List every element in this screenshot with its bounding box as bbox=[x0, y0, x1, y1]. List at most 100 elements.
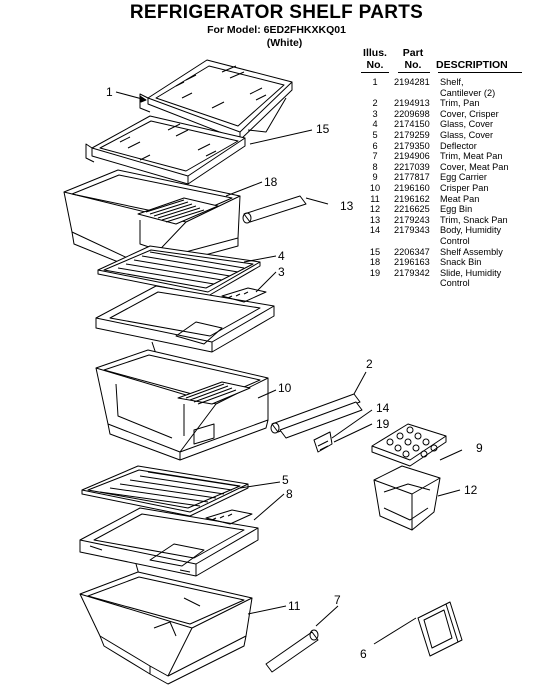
description: Deflector bbox=[440, 141, 550, 152]
callout-3: 3 bbox=[278, 265, 285, 279]
description: Meat Pan bbox=[440, 194, 550, 205]
part-8-meat-pan-cover bbox=[79, 507, 259, 579]
callout-6: 6 bbox=[360, 647, 367, 661]
illus-no: 13 bbox=[369, 214, 381, 225]
callout-labels: 1 15 18 13 4 3 2 10 14 19 9 5 8 12 7 11 … bbox=[106, 85, 483, 661]
description-line: Slide, Humidity bbox=[440, 267, 502, 278]
callout-19: 19 bbox=[376, 417, 390, 431]
description-line: Glass, Cover bbox=[440, 129, 494, 140]
description: Snack Bin bbox=[440, 257, 550, 268]
part-4-glass-cover bbox=[97, 245, 261, 297]
description-line: Cantilever (2) bbox=[440, 87, 496, 98]
page-title: REFRIGERATOR SHELF PARTS bbox=[129, 2, 424, 23]
description-line: Trim, Pan bbox=[440, 98, 480, 109]
part-14-humidity-control-body bbox=[279, 401, 363, 439]
description: Trim, Pan bbox=[440, 98, 550, 109]
table-row: 5 2179259 Glass, Cover bbox=[360, 130, 550, 141]
header-underline bbox=[360, 72, 550, 73]
part-no: 2177817 bbox=[394, 172, 430, 183]
part-11-meat-pan bbox=[79, 571, 253, 685]
callout-5: 5 bbox=[282, 473, 289, 487]
illus-no: 9 bbox=[372, 172, 378, 183]
description: Glass, Cover bbox=[440, 119, 550, 130]
part-2-trim-pan bbox=[270, 393, 361, 434]
description-line: Deflector bbox=[440, 140, 477, 151]
description-line: Control bbox=[440, 235, 470, 246]
callout-9: 9 bbox=[476, 441, 483, 455]
table-row: 12 2216625 Egg Bin bbox=[360, 204, 550, 215]
part-6-deflector bbox=[417, 601, 463, 657]
part-no: 2216625 bbox=[394, 204, 430, 215]
part-3-crisper-cover bbox=[95, 285, 275, 355]
description-line: Snack Bin bbox=[440, 257, 482, 268]
illus-no: 4 bbox=[372, 119, 378, 130]
illus-no: 15 bbox=[369, 246, 381, 257]
part-no: 2196162 bbox=[394, 193, 430, 204]
illus-no: 11 bbox=[370, 193, 380, 204]
illus-no: 10 bbox=[369, 182, 381, 193]
callout-15: 15 bbox=[316, 122, 330, 136]
part-no: 2179243 bbox=[394, 214, 430, 225]
illus-no: 2 bbox=[372, 98, 378, 109]
illus-no: 12 bbox=[369, 204, 381, 215]
description-line: Body, Humidity bbox=[440, 225, 502, 236]
table-row: 13 2179243 Trim, Snack Pan bbox=[360, 215, 550, 226]
description: Trim, Snack Pan bbox=[440, 215, 550, 226]
callout-18: 18 bbox=[264, 175, 278, 189]
callout-7: 7 bbox=[334, 593, 341, 607]
part-15-shelf-assembly bbox=[85, 115, 246, 185]
description-line: Trim, Meat Pan bbox=[440, 151, 503, 162]
part-no: 2217039 bbox=[394, 161, 430, 172]
description-line: Glass, Cover bbox=[440, 119, 494, 130]
table-row: 9 2177817 Egg Carrier bbox=[360, 172, 550, 183]
table-row: 15 2206347 Shelf Assembly bbox=[360, 247, 550, 258]
description-line: Egg Bin bbox=[440, 204, 473, 215]
description-line: Control bbox=[440, 278, 470, 289]
description: Shelf,Cantilever (2) bbox=[440, 77, 550, 98]
illus-no-header: Illus.No. bbox=[363, 47, 387, 71]
description-line: Egg Carrier bbox=[440, 172, 487, 183]
leader-lines bbox=[115, 91, 463, 645]
description-line: Cover, Crisper bbox=[440, 108, 499, 119]
model-color: (White) bbox=[266, 37, 303, 49]
part-no: 2179342 bbox=[394, 267, 430, 278]
part-no: 2179259 bbox=[394, 129, 430, 140]
description-line: Crisper Pan bbox=[440, 182, 489, 193]
part-13-trim-snack-pan bbox=[242, 195, 307, 224]
part-no: 2196163 bbox=[394, 257, 430, 268]
description: Cover, Meat Pan bbox=[440, 162, 550, 173]
callout-2: 2 bbox=[366, 357, 373, 371]
callout-8: 8 bbox=[286, 487, 293, 501]
description-header: DESCRIPTION bbox=[436, 59, 508, 71]
description: Glass, Cover bbox=[440, 130, 550, 141]
part-1-cantilever-shelf bbox=[139, 59, 293, 141]
illus-no: 18 bbox=[369, 257, 381, 268]
callout-4: 4 bbox=[278, 249, 285, 263]
description: Cover, Crisper bbox=[440, 109, 550, 120]
callout-13: 13 bbox=[340, 199, 354, 213]
description-line: Shelf, bbox=[440, 77, 464, 87]
part-no: 2209698 bbox=[394, 108, 430, 119]
illus-no: 1 bbox=[372, 77, 378, 87]
table-row: 11 2196162 Meat Pan bbox=[360, 194, 550, 205]
part-10-crisper-pan bbox=[95, 349, 269, 461]
description-line: Shelf Assembly bbox=[440, 246, 503, 257]
callout-11: 11 bbox=[288, 599, 301, 613]
illus-no: 5 bbox=[372, 129, 378, 140]
callout-1: 1 bbox=[106, 85, 113, 99]
description: Egg Bin bbox=[440, 204, 550, 215]
illus-no: 7 bbox=[372, 151, 378, 162]
part-12-egg-bin bbox=[373, 465, 441, 531]
description-line: Trim, Snack Pan bbox=[440, 214, 508, 225]
part-no: 2206347 bbox=[394, 246, 430, 257]
